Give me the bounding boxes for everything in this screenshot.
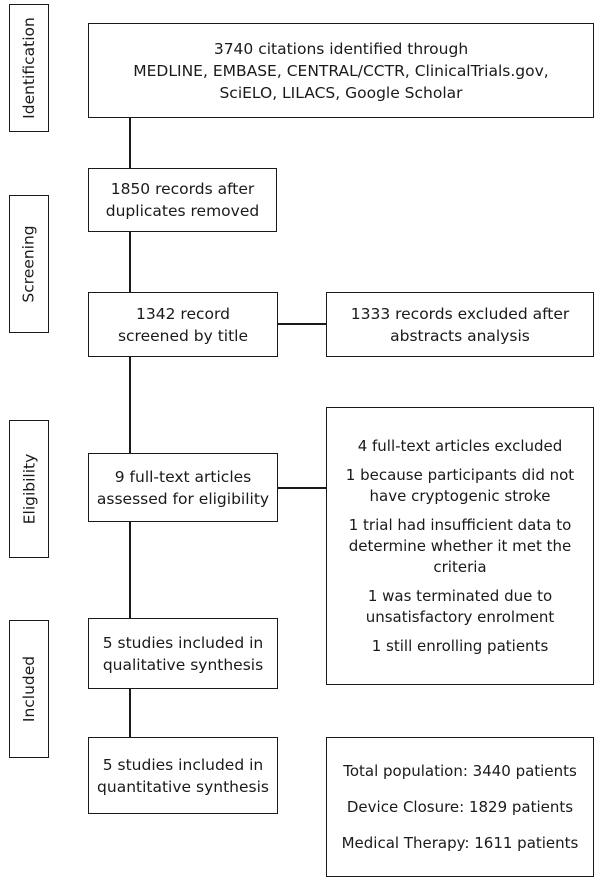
qualitative-box: 5 studies included in qualitative synthe… xyxy=(88,618,278,689)
exclusion-reason: 1 trial had insufficient data to determi… xyxy=(348,515,572,576)
excluded-abstracts-line-2: abstracts analysis xyxy=(390,326,530,345)
stage-included-label: Included xyxy=(20,655,39,723)
deduplicated-box: 1850 records after duplicates removed xyxy=(88,168,277,232)
fulltext-assessed-line-1: 9 full-text articles xyxy=(114,467,252,486)
connector-fulltext-to-excluded xyxy=(278,487,326,489)
connector-deduplicated-to-screened xyxy=(129,232,131,292)
screened-line-1: 1342 record xyxy=(136,304,230,323)
qualitative-line-1: 5 studies included in xyxy=(102,633,264,652)
connector-identified-to-deduplicated xyxy=(129,118,131,168)
connector-qualitative-to-quantitative xyxy=(129,689,131,737)
medical-therapy-count: Medical Therapy: 1611 patients xyxy=(341,834,579,852)
exclusion-reason: 1 because participants did not have cryp… xyxy=(345,465,575,505)
identified-line-3: SciELO, LILACS, Google Scholar xyxy=(219,83,463,102)
stage-screening-label: Screening xyxy=(20,225,39,303)
stage-included: Included xyxy=(9,620,49,758)
connector-screened-to-fulltext xyxy=(129,357,131,453)
quantitative-box: 5 studies included in quantitative synth… xyxy=(88,737,278,814)
excluded-abstracts-line-1: 1333 records excluded after xyxy=(350,304,570,323)
stage-eligibility: Eligibility xyxy=(9,420,49,558)
stage-identification-label: Identification xyxy=(20,17,39,119)
total-population: Total population: 3440 patients xyxy=(343,762,577,780)
deduplicated-line-1: 1850 records after xyxy=(110,180,255,198)
identified-line-2: MEDLINE, EMBASE, CENTRAL/CCTR, ClinicalT… xyxy=(133,61,549,80)
qualitative-line-2: qualitative synthesis xyxy=(102,655,264,674)
fulltext-assessed-line-2: assessed for eligibility xyxy=(96,489,270,508)
screened-box: 1342 record screened by title xyxy=(88,292,278,357)
identified-line-1: 3740 citations identified through xyxy=(213,39,469,58)
identified-box: 3740 citations identified through MEDLIN… xyxy=(88,23,594,118)
excluded-abstracts-box: 1333 records excluded after abstracts an… xyxy=(326,292,594,357)
quantitative-line-1: 5 studies included in xyxy=(102,755,264,774)
device-closure-count: Device Closure: 1829 patients xyxy=(346,798,574,816)
quantitative-line-2: quantitative synthesis xyxy=(97,777,269,796)
connector-fulltext-to-qualitative xyxy=(129,522,131,618)
stage-eligibility-label: Eligibility xyxy=(20,453,38,525)
stage-screening: Screening xyxy=(9,195,49,333)
stage-identification: Identification xyxy=(9,4,49,132)
exclusion-reason: 1 still enrolling patients xyxy=(371,636,549,655)
population-box: Total population: 3440 patients Device C… xyxy=(326,737,594,877)
connector-screened-to-excluded xyxy=(278,323,326,325)
fulltext-assessed-box: 9 full-text articles assessed for eligib… xyxy=(88,453,278,522)
deduplicated-line-2: duplicates removed xyxy=(105,202,260,220)
fulltext-excluded-box: 4 full-text articles excluded 1 because … xyxy=(326,407,594,685)
fulltext-excluded-heading: 4 full-text articles excluded xyxy=(357,436,563,455)
exclusion-reason: 1 was terminated due to unsatisfactory e… xyxy=(365,586,555,626)
screened-line-2: screened by title xyxy=(117,326,249,345)
